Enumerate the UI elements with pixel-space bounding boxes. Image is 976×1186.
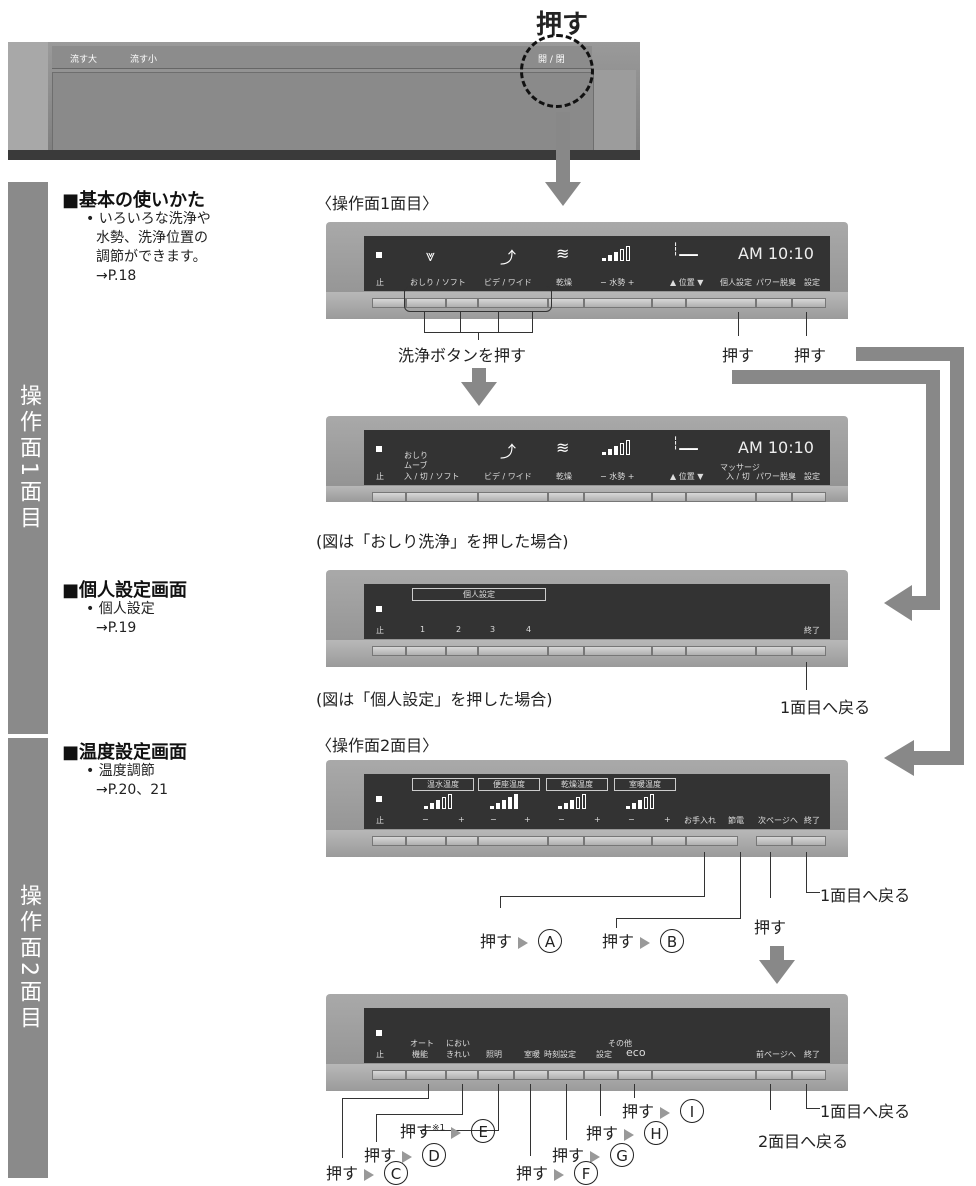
clock: AM 10:10: [738, 244, 814, 263]
dry-icon: ≋: [556, 438, 570, 457]
panel-personal: 個人設定 止 1 2 3 4 終了: [326, 570, 848, 667]
position-icon: ┆▁▁: [672, 436, 698, 450]
temp-level-3: [558, 794, 586, 809]
arrow-down-1: [545, 182, 581, 206]
care-button[interactable]: [686, 836, 738, 846]
oshiri-icon: ⩔: [426, 246, 436, 265]
bidet-icon: ⤴: [500, 248, 517, 267]
back-to-page1-b: 1面目へ戻る: [820, 886, 911, 905]
personal-setting-button[interactable]: [686, 298, 756, 308]
end-button[interactable]: [792, 1070, 826, 1080]
section-temp-title: ■温度設定画面: [62, 742, 188, 763]
eco-button[interactable]: [618, 1070, 652, 1080]
arrow-left-2: [884, 740, 914, 776]
flush-small-label: 流す小: [130, 55, 158, 65]
position-button[interactable]: [652, 298, 686, 308]
light-button[interactable]: [478, 1070, 514, 1080]
dry-button[interactable]: [548, 298, 584, 308]
open-close-highlight-circle: [520, 34, 594, 108]
bidet-button[interactable]: [478, 298, 548, 308]
end-button[interactable]: [792, 646, 826, 656]
caption-wash: 洗浄ボタンを押す: [398, 346, 527, 365]
odor-button[interactable]: [446, 1070, 478, 1080]
arrow-down-3: [759, 960, 795, 984]
temp-level-2: [490, 794, 518, 809]
bidet-icon: ⤴: [500, 442, 517, 461]
soft-button[interactable]: [446, 298, 478, 308]
temp-level-1: [424, 794, 452, 809]
note-personal: (図は「個人設定」を押した場合): [316, 690, 553, 709]
clock: AM 10:10: [738, 438, 814, 457]
back-to-page1-c: 1面目へ戻る: [820, 1102, 911, 1121]
sidebar-page1: 操作面1面目: [8, 182, 48, 734]
section-personal-body: • 個人設定 →P.19: [86, 601, 155, 636]
section-basic-body: • いろいろな洗浄や 水勢、洗浄位置の 調節ができます。 →P.18: [86, 211, 211, 284]
panel-page1-oshiri: おしり ムーブ ⤴ ≋ ┆▁▁ AM 10:10 マッサージ 止 入 / 切 /…: [326, 416, 848, 502]
end-button[interactable]: [792, 836, 826, 846]
back-to-page1-a: 1面目へ戻る: [780, 698, 871, 717]
header-page2: 〈操作面2面目〉: [316, 736, 439, 755]
panel-page2: オート におい その他 止 機能 きれい 照明 室暖 時刻設定 設定 eco 前…: [326, 994, 848, 1091]
heater-button[interactable]: [514, 1070, 548, 1080]
arrow-left-1: [884, 585, 912, 621]
section-temp-body: • 温度調節 →P.20、21: [86, 763, 169, 798]
panel-page1: ⩔ ⤴ ≋ ┆▁▁ AM 10:10 止 おしり / ソフト ビデ / ワイド …: [326, 222, 848, 319]
temp-level-4: [626, 794, 654, 809]
prev-page-button[interactable]: [756, 1070, 792, 1080]
water-level-icon: [602, 440, 630, 455]
dry-icon: ≋: [556, 244, 570, 263]
other-setting-button[interactable]: [584, 1070, 618, 1080]
next-page-button[interactable]: [756, 836, 792, 846]
clock-setting-button[interactable]: [548, 1070, 584, 1080]
stop-button[interactable]: [372, 298, 406, 308]
caption-press-1: 押す: [722, 346, 755, 365]
header-page1: 〈操作面1面目〉: [316, 194, 439, 213]
auto-function-button[interactable]: [406, 1070, 446, 1080]
position-icon: ┆▁▁: [672, 242, 698, 256]
arrow-down-2: [461, 382, 497, 406]
personal-box-label: 個人設定: [412, 588, 546, 601]
flush-large-label: 流す大: [70, 55, 98, 65]
remote-top-row: [52, 46, 592, 69]
panel-temp: 温水温度 便座温度 乾燥温度 室暖温度 止 − + − + − + − + お手…: [326, 760, 848, 857]
water-button[interactable]: [584, 298, 652, 308]
note-oshiri: (図は「おしり洗浄」を押した場合): [316, 532, 569, 551]
caption-press-2: 押す: [794, 346, 827, 365]
section-personal-title: ■個人設定画面: [62, 580, 188, 601]
water-level-icon: [602, 246, 630, 261]
caption-press-next: 押す: [754, 918, 787, 937]
oshiri-button[interactable]: [406, 298, 446, 308]
sidebar-page2: 操作面2面目: [8, 738, 48, 1178]
setting-button[interactable]: [792, 298, 826, 308]
section-basic-title: ■基本の使いかた: [62, 190, 206, 211]
power-deodor-button[interactable]: [756, 298, 792, 308]
back-to-page2: 2面目へ戻る: [758, 1132, 849, 1151]
